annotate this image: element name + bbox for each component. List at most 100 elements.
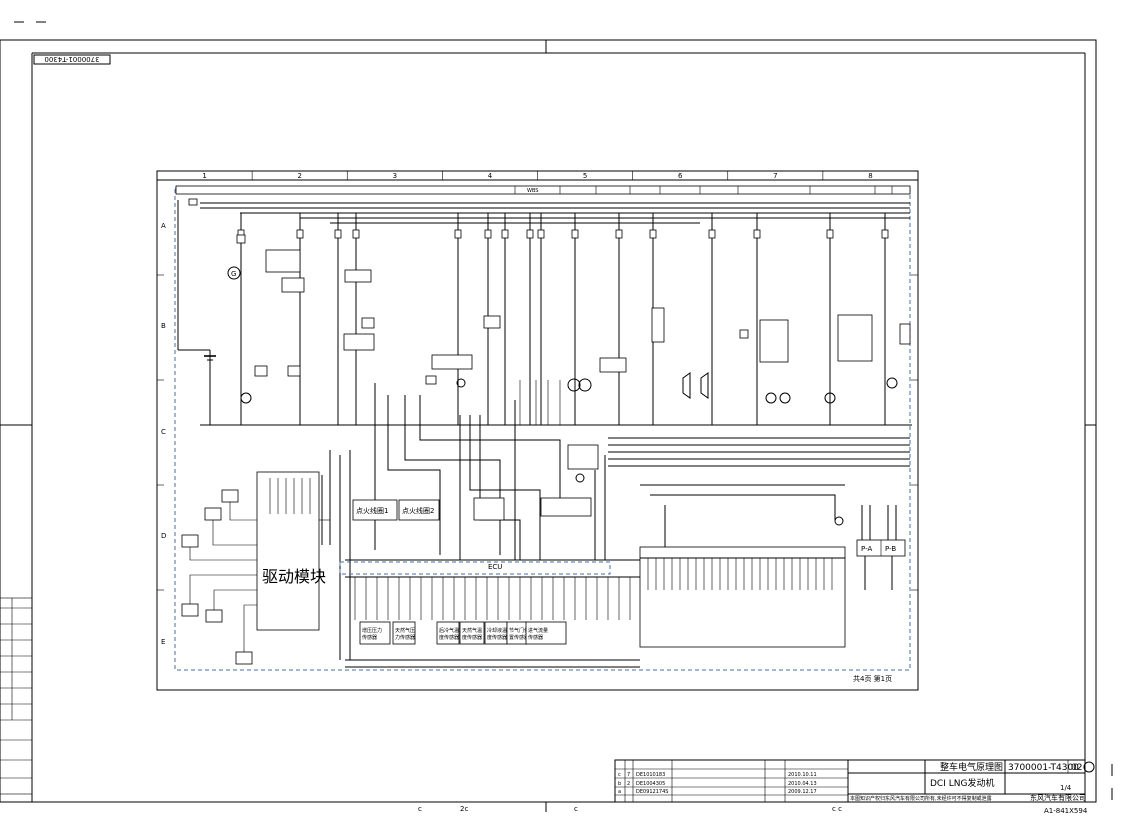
svg-text:2010.04.13: 2010.04.13 <box>788 781 817 787</box>
relay <box>236 234 246 244</box>
connector <box>425 375 437 385</box>
svg-text:DE1004305: DE1004305 <box>636 781 665 787</box>
row-label: C <box>161 428 166 436</box>
coil-symbols <box>181 489 253 665</box>
column-label: 1 <box>202 172 206 180</box>
ecu-pin-wires <box>354 577 631 620</box>
starter-motor <box>240 392 252 404</box>
code-box <box>33 54 111 65</box>
c-row-buses <box>608 437 910 467</box>
column-label: 8 <box>868 172 872 180</box>
fuse <box>708 229 716 239</box>
title-sheet-ratio: 1/4 <box>1060 784 1072 792</box>
sensor-box <box>436 621 460 645</box>
fuse <box>334 229 342 239</box>
relay-block <box>265 249 301 273</box>
fuse <box>881 229 889 239</box>
column-label: 6 <box>678 172 683 180</box>
sensor-label: 天然气压力传感器 <box>395 627 415 641</box>
title-block <box>614 759 1086 803</box>
ignition-coil-2-label: 点火线圈2 <box>402 506 434 515</box>
ecu-dashed-box <box>339 561 611 575</box>
lamp-symbol <box>779 392 791 404</box>
page-indicator: 共4页 第1页 <box>853 674 892 683</box>
connector-c <box>456 378 466 388</box>
title-drawing-number: 3700001-T4300 <box>1008 763 1079 773</box>
bottom-ruler-label: c <box>418 805 422 813</box>
fuse <box>537 229 545 239</box>
fuse <box>352 229 360 239</box>
row-label: E <box>161 638 165 646</box>
switch-block <box>899 323 911 345</box>
ecu-label: ECU <box>488 563 502 571</box>
column-label: 4 <box>488 172 493 180</box>
relay <box>739 329 749 339</box>
fuse <box>753 229 761 239</box>
fuse <box>296 229 304 239</box>
fuse <box>454 229 462 239</box>
column-ticks <box>251 171 824 180</box>
connector-c <box>834 516 844 526</box>
coil-wiring <box>189 502 257 652</box>
bottom-ruler-label: c <box>574 805 578 813</box>
bottom-ruler-label: c c <box>832 805 842 813</box>
svg-text:2010.10.11: 2010.10.11 <box>788 772 817 778</box>
sensor-box <box>392 621 416 645</box>
column-label: 2 <box>297 172 301 180</box>
lamp-symbol <box>578 378 592 392</box>
relay-block <box>343 333 375 351</box>
sensor-box <box>540 497 592 517</box>
power-buses <box>200 202 910 224</box>
version-circle <box>1083 761 1095 773</box>
sensor-row: 增压压力传感器天然气压力传感器后冷气温度传感器天然气温度传感器冷却液温度传感器节… <box>359 621 567 645</box>
sensor-box <box>473 497 505 521</box>
header-dividers <box>514 186 893 194</box>
central-controller <box>431 354 473 370</box>
row-label: A <box>161 222 166 230</box>
revision-row-a: a DE0912174S 2009.12.17 <box>618 789 817 795</box>
rotated-drawing-code: 3700001-T4300 <box>44 55 99 63</box>
title-company: 东风汽车有限公司 <box>1030 793 1086 802</box>
bottom-wiring <box>345 659 640 668</box>
sensor-label: 节气门位置传感器 <box>509 627 529 641</box>
relay-block <box>483 315 501 329</box>
pin-pa-label: P-A <box>861 545 872 553</box>
row-label: D <box>161 532 166 540</box>
title-main: 整车电气原理图 <box>940 761 1003 773</box>
title-version: 02 <box>1071 763 1082 773</box>
svg-text:DE0912174S: DE0912174S <box>636 789 668 795</box>
connector <box>287 365 301 377</box>
revision-row-c: c 7 DE1010183 2010.10.11 <box>618 772 817 778</box>
svg-text:2009.12.17: 2009.12.17 <box>788 789 817 795</box>
generator-letter: G <box>231 270 236 278</box>
cluster-wiring <box>640 484 845 547</box>
title-copyright: 本图知识产权归东风汽车有限公司所有,未经许可不得复制或泄露 <box>850 795 992 802</box>
horn-symbol <box>682 372 691 399</box>
header-strip <box>175 185 911 195</box>
fuse <box>826 229 834 239</box>
side-table-rows <box>0 598 32 779</box>
vertical-feeders <box>240 213 886 425</box>
pin-pb-label: P-B <box>885 545 896 553</box>
fuse <box>526 229 534 239</box>
svg-text:a: a <box>618 789 621 795</box>
title-subtitle: DCI LNG发动机 <box>930 777 994 789</box>
cluster-pin-wires <box>647 558 833 590</box>
drive-module-label: 驱动模块 <box>262 567 326 586</box>
drive-module-block <box>256 471 320 631</box>
instrument-cluster <box>639 546 846 648</box>
revision-row-b: b 2 DE1004305 2010.04.13 <box>618 781 817 787</box>
ignition-coil-1-label: 点火线圈1 <box>356 506 388 515</box>
relay-block <box>344 269 372 283</box>
sensor-box <box>459 621 485 645</box>
fuse <box>571 229 579 239</box>
sensor-label: 后冷气温度传感器 <box>439 627 459 641</box>
column-label: 5 <box>583 172 587 180</box>
relay-block <box>361 317 375 329</box>
footer-code: A1-841X594 <box>1044 807 1088 815</box>
fuse <box>501 229 509 239</box>
sensor-box <box>359 621 391 645</box>
